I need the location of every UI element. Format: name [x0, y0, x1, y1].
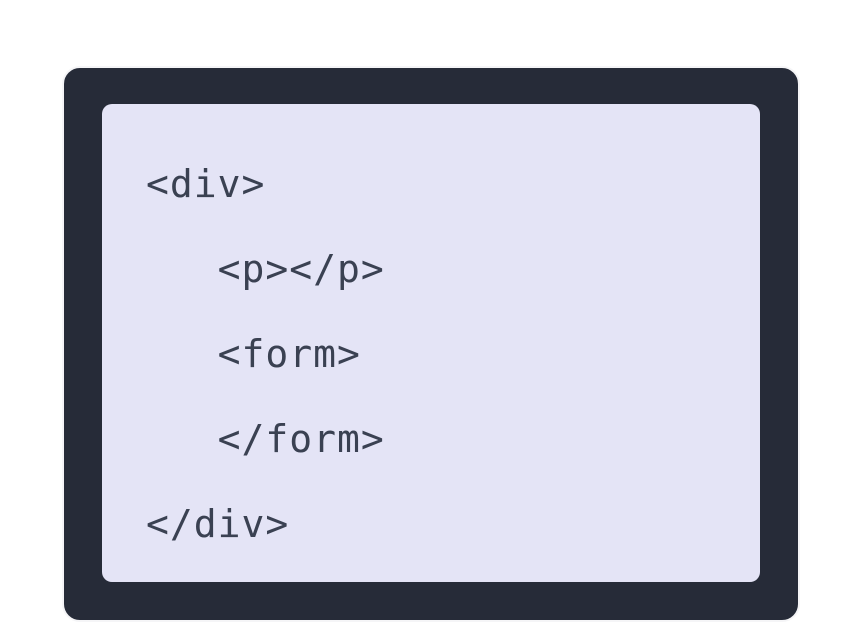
code-line: </div>: [146, 502, 290, 546]
code-panel: <div> <p></p> <form> </form> </div>: [102, 104, 760, 582]
code-line: <form>: [146, 332, 361, 376]
code-line: <div>: [146, 162, 266, 206]
code-line: </form>: [146, 417, 385, 461]
code-line: <p></p>: [146, 247, 385, 291]
code-card: <div> <p></p> <form> </form> </div>: [62, 66, 800, 622]
